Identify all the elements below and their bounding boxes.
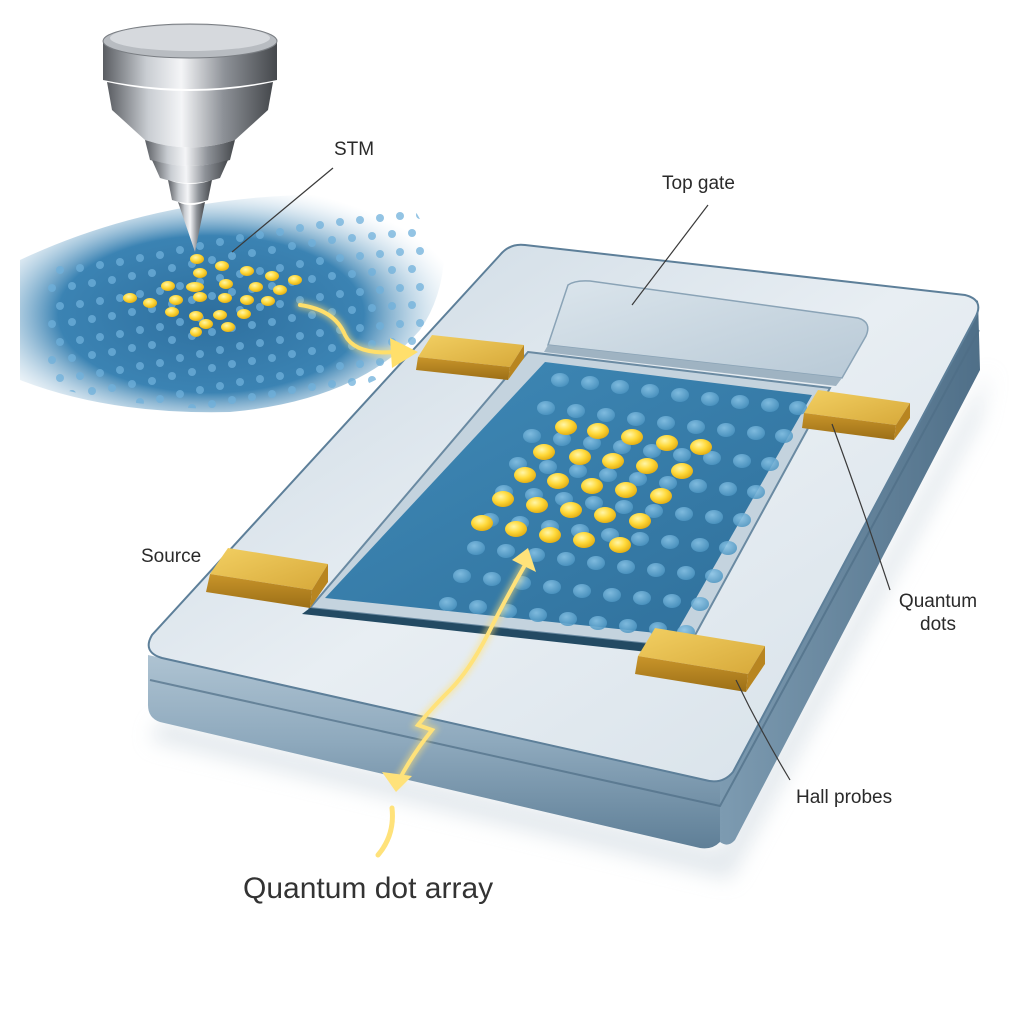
label-source: Source: [141, 546, 202, 567]
contact-pad-hall-probes: [635, 628, 765, 692]
leader-lines: [631, 204, 891, 781]
top-gate: [544, 280, 869, 386]
stm-inset: [20, 23, 445, 413]
inset-surface: [20, 194, 445, 413]
quantum-dot-well: [302, 350, 832, 656]
inset-quantum-dots: [123, 254, 302, 337]
slab-front-side: [148, 655, 720, 849]
label-quantum-dots-line1: Quantum: [898, 591, 978, 612]
stm-tip: [102, 23, 278, 252]
hall-probes-leader-line: [735, 679, 791, 781]
contact-pad-source: [206, 548, 328, 608]
slab-right-side: [720, 300, 980, 845]
contact-pad-top-left: [416, 335, 524, 380]
inset-atom-lattice: [48, 211, 424, 410]
contact-pad-quantum-dots: [802, 390, 910, 440]
substrate-dots: [439, 373, 807, 639]
label-top-gate: Top gate: [662, 173, 735, 194]
label-stm: STM: [334, 139, 375, 160]
stm-leader-line: [231, 167, 334, 253]
label-quantum-dots-line2: dots: [920, 614, 956, 635]
quantum-dots-leader-line: [831, 423, 891, 591]
transfer-arrow: [296, 301, 418, 368]
label-quantum-dots: Quantum dots: [880, 590, 996, 636]
diagram-title: Quantum dot array: [243, 872, 494, 905]
top-gate-leader-line: [631, 204, 709, 306]
label-hall-probes: Hall probes: [796, 787, 893, 808]
quantum-dot-array: [471, 419, 712, 553]
signal-arrow: [375, 548, 536, 858]
